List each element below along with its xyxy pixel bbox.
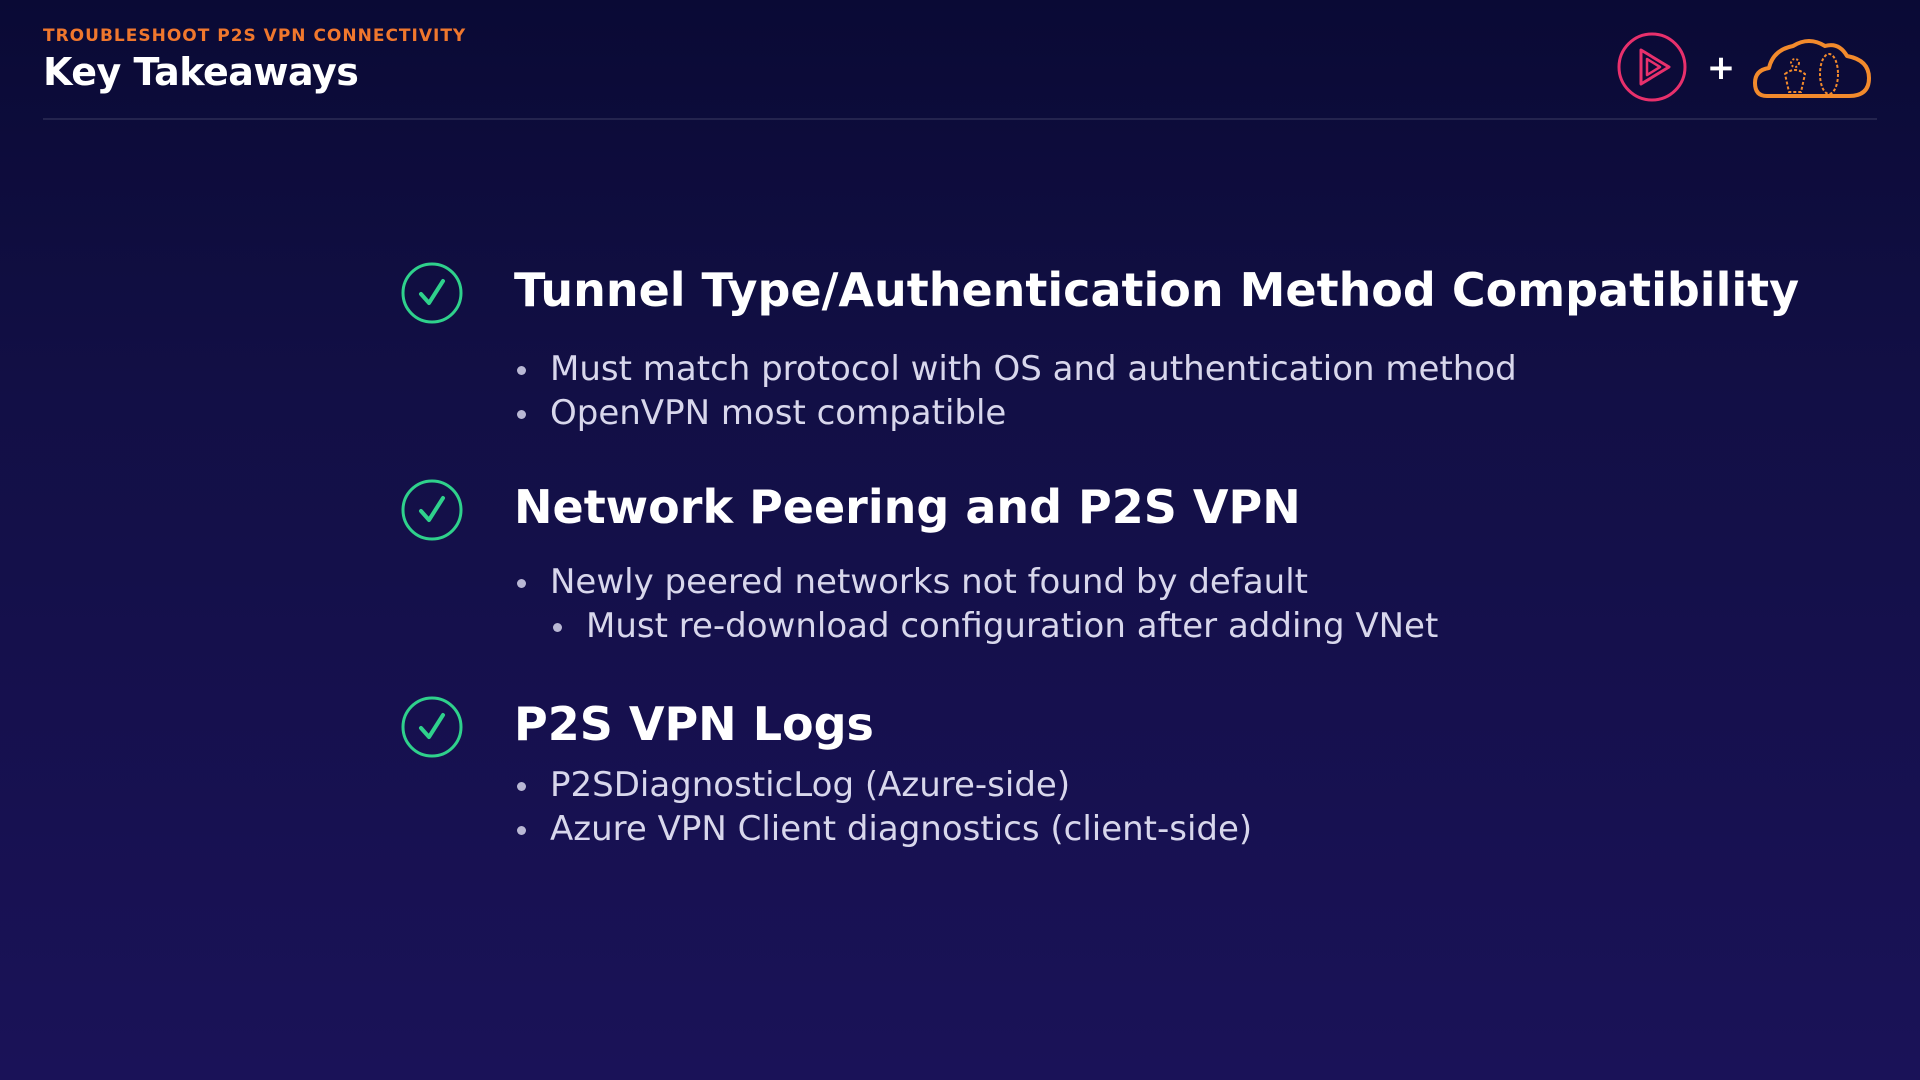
- slide-header: TROUBLESHOOT P2S VPN CONNECTIVITY Key Ta…: [43, 24, 1877, 120]
- check-circle-icon: [401, 479, 463, 541]
- takeaway-bullets: Must match protocol with OS and authenti…: [514, 347, 1517, 435]
- pluralsight-play-icon: [1617, 32, 1687, 102]
- check-circle-icon: [401, 262, 463, 324]
- bullet-item: Must match protocol with OS and authenti…: [514, 347, 1517, 391]
- takeaway-title: Tunnel Type/Authentication Method Compat…: [514, 263, 1800, 317]
- bullet-item: Newly peered networks not found by defau…: [514, 560, 1438, 604]
- takeaway-bullets: Newly peered networks not found by defau…: [514, 560, 1438, 648]
- section-eyebrow: TROUBLESHOOT P2S VPN CONNECTIVITY: [43, 26, 467, 46]
- brand-logos: +: [1617, 30, 1877, 104]
- bullet-item: OpenVPN most compatible: [514, 391, 1517, 435]
- takeaway-title: P2S VPN Logs: [514, 697, 874, 751]
- check-circle-icon: [401, 696, 463, 758]
- bullet-item: P2SDiagnosticLog (Azure-side): [514, 763, 1252, 807]
- plus-sign: +: [1707, 48, 1736, 88]
- takeaway-title: Network Peering and P2S VPN: [514, 480, 1301, 534]
- cloud-guru-icon: [1753, 39, 1871, 98]
- sub-bullet-item: Must re-download configuration after add…: [550, 604, 1438, 648]
- page-title: Key Takeaways: [43, 50, 359, 94]
- bullet-item: Azure VPN Client diagnostics (client-sid…: [514, 807, 1252, 851]
- takeaway-bullets: P2SDiagnosticLog (Azure-side) Azure VPN …: [514, 763, 1252, 851]
